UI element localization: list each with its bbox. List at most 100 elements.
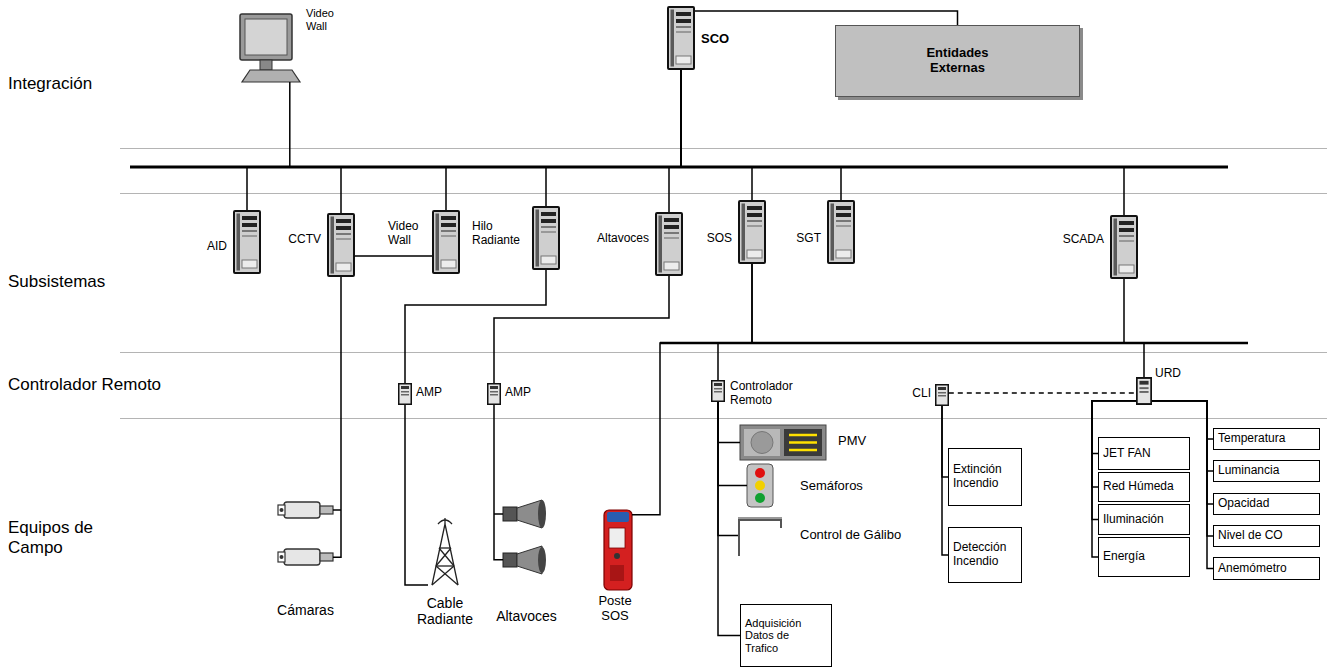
traffic-light-icon bbox=[755, 481, 765, 491]
field-box: Energía bbox=[1098, 537, 1190, 577]
node-label: Hilo Radiante bbox=[472, 220, 526, 248]
antenna-icon bbox=[439, 548, 454, 566]
camera-icon bbox=[280, 508, 284, 512]
connector bbox=[446, 70, 681, 210]
connector bbox=[718, 264, 752, 380]
layer-label: Equipos de Campo bbox=[8, 518, 118, 559]
connector bbox=[718, 402, 740, 443]
camera-icon bbox=[278, 552, 285, 562]
speaker-icon bbox=[503, 553, 517, 567]
node-label: AID bbox=[207, 240, 227, 254]
box-text: Temperatura bbox=[1218, 432, 1285, 446]
traffic-light-icon bbox=[747, 464, 773, 507]
message-sign-icon bbox=[751, 432, 773, 454]
controller-icon bbox=[488, 384, 501, 405]
traffic-light-icon bbox=[755, 468, 765, 478]
connector bbox=[494, 276, 669, 383]
external-box: Entidades Externas bbox=[835, 25, 1080, 97]
box-text: Detección Incendio bbox=[953, 541, 1017, 569]
box-text: Opacidad bbox=[1218, 497, 1269, 511]
connector bbox=[949, 392, 1136, 394]
box-text: Adquisición Datos de Trafico bbox=[745, 617, 807, 655]
box-text: JET FAN bbox=[1103, 447, 1151, 461]
connector bbox=[695, 11, 958, 25]
speaker-icon bbox=[538, 500, 546, 528]
node-label: Cámaras bbox=[277, 602, 334, 618]
sensor-box: Temperatura bbox=[1213, 428, 1320, 450]
sensor-box: Anemómetro bbox=[1213, 557, 1320, 580]
sos-post-node: Poste SOS bbox=[598, 508, 632, 592]
controller-icon bbox=[712, 381, 725, 402]
box-text: Energía bbox=[1103, 550, 1145, 564]
sos-post-icon bbox=[604, 510, 632, 590]
connector bbox=[333, 277, 341, 557]
sensor-box: Luminancia bbox=[1213, 460, 1320, 482]
message-sign-icon bbox=[784, 429, 822, 456]
server-node: SGT bbox=[827, 200, 855, 264]
connector bbox=[290, 70, 681, 167]
antenna-icon bbox=[436, 565, 454, 566]
server-icon bbox=[828, 201, 854, 263]
server-icon bbox=[234, 211, 260, 273]
node-label: Semáforos bbox=[800, 479, 863, 494]
camera-icon bbox=[320, 553, 333, 561]
server-node: Hilo Radiante bbox=[532, 206, 560, 270]
node-label: AMP bbox=[416, 386, 442, 400]
antenna-icon bbox=[436, 566, 458, 585]
field-box: Iluminación bbox=[1098, 504, 1190, 535]
speaker-icon bbox=[538, 547, 546, 573]
layer-separator bbox=[120, 148, 1327, 149]
message-sign-icon bbox=[789, 434, 817, 437]
layer-label: Subsistemas bbox=[8, 272, 105, 292]
gauge-portal-node: Control de Gálibo bbox=[738, 515, 782, 556]
connector bbox=[405, 405, 428, 585]
traffic-light-node: Semáforos bbox=[747, 463, 773, 508]
gauge-portal-icon bbox=[780, 520, 782, 528]
server-node: SCADA bbox=[1110, 215, 1138, 279]
sos-post-icon bbox=[609, 528, 625, 548]
box-text: Red Húmeda bbox=[1103, 480, 1174, 494]
antenna-icon bbox=[438, 520, 452, 524]
box-text: Luminancia bbox=[1218, 464, 1279, 478]
monitor-icon bbox=[240, 14, 300, 82]
speaker-icon bbox=[494, 513, 503, 515]
speaker-icon bbox=[494, 500, 546, 574]
field-box: JET FAN bbox=[1098, 437, 1190, 470]
monitor-icon bbox=[242, 70, 300, 82]
node-label: Altavoces bbox=[496, 608, 557, 624]
controller-icon bbox=[1137, 378, 1151, 404]
server-node: SOS bbox=[738, 200, 766, 264]
connector bbox=[405, 270, 546, 383]
connector bbox=[494, 405, 503, 560]
node-label: Altavoces bbox=[597, 232, 649, 246]
camera-icon bbox=[278, 505, 285, 515]
connector bbox=[718, 402, 747, 486]
controller-node: AMP bbox=[398, 383, 412, 405]
camera-node: Cámaras bbox=[278, 495, 333, 570]
server-node: Altavoces bbox=[655, 212, 683, 276]
connector bbox=[718, 402, 740, 636]
antenna-icon bbox=[444, 518, 445, 524]
sensor-box: Nivel de CO bbox=[1213, 525, 1320, 547]
server-icon bbox=[533, 207, 559, 269]
antenna-icon bbox=[432, 524, 458, 585]
server-node: AID bbox=[233, 210, 261, 274]
controller-node: CLI bbox=[935, 384, 949, 406]
bus-line bbox=[130, 167, 1248, 343]
message-sign-icon bbox=[740, 425, 826, 460]
message-sign-icon bbox=[740, 425, 826, 460]
connector bbox=[546, 70, 681, 206]
controller-node: AMP bbox=[487, 383, 501, 405]
controller-icon bbox=[936, 385, 949, 406]
box-text: Iluminación bbox=[1103, 513, 1164, 527]
connector bbox=[1124, 279, 1144, 377]
layer-separator bbox=[120, 193, 1327, 194]
traffic-light-icon bbox=[747, 464, 773, 507]
node-label: CLI bbox=[912, 387, 931, 401]
antenna-icon bbox=[432, 518, 458, 585]
sos-post-icon bbox=[614, 553, 620, 559]
camera-icon bbox=[333, 509, 341, 511]
connector bbox=[718, 402, 738, 536]
message-sign-node: PMV bbox=[740, 425, 826, 460]
